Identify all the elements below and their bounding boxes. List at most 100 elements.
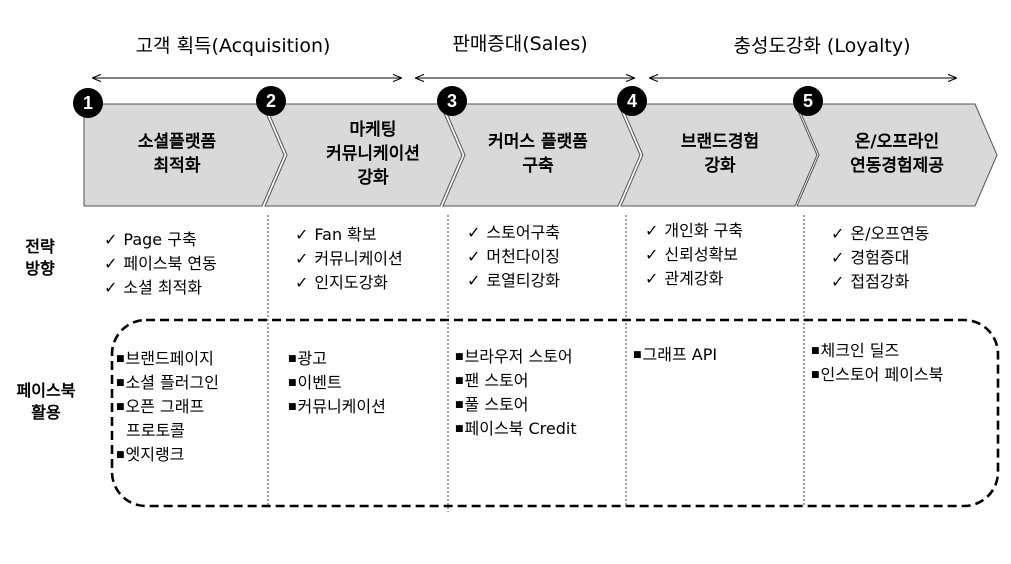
list-item: ■팬 스토어 xyxy=(455,369,577,393)
list-item-text: 소셜 최적화 xyxy=(123,278,203,297)
list-item-text: 신뢰성확보 xyxy=(664,245,739,264)
stage-title-1: 소셜플랫폼 최적화 xyxy=(138,130,216,178)
list-item: ■오픈 그래프 xyxy=(116,395,219,419)
list-item-text: 오픈 그래프 xyxy=(125,397,205,416)
list-item-text: 스토어구축 xyxy=(486,223,561,242)
stage-title-line: 연동경험제공 xyxy=(850,156,944,176)
column-dividers xyxy=(267,215,805,512)
facebook-usage-list-1: ■브랜드페이지 ■소셜 플러그인 ■오픈 그래프 프로토콜 ■엣지랭크 xyxy=(116,347,219,467)
stage-number-badge: 2 xyxy=(256,86,286,116)
list-item-text: 엣지랭크 xyxy=(125,445,185,464)
list-item: ✓ 소셜 최적화 xyxy=(104,276,217,300)
phase-label-loyalty: 충성도강화 (Loyalty) xyxy=(733,35,911,57)
list-item-text: Page 구축 xyxy=(123,230,197,249)
check-icon: ✓ xyxy=(295,225,309,244)
list-item: ■이벤트 xyxy=(288,371,386,395)
list-item: ■풀 스토어 xyxy=(455,393,577,417)
list-item-text: 이벤트 xyxy=(297,373,342,392)
stage-title-line: 소셜플랫폼 xyxy=(137,132,217,152)
check-icon: ✓ xyxy=(104,278,118,297)
check-icon: ✓ xyxy=(645,245,659,264)
list-item-text: 풀 스토어 xyxy=(464,395,529,414)
check-icon: ✓ xyxy=(467,271,481,290)
list-item: ■광고 xyxy=(288,347,386,371)
stage-number-badge: 3 xyxy=(437,86,467,116)
phase-label-sales: 판매증대(Sales) xyxy=(452,33,588,55)
list-item-text: 그래프 API xyxy=(642,345,718,364)
list-item: ✓페이스북 연동 xyxy=(104,252,217,276)
facebook-usage-list-2: ■광고 ■이벤트 ■커뮤니케이션 xyxy=(288,347,386,419)
list-item: ■엣지랭크 xyxy=(116,443,219,467)
list-item: ✓ Page 구축 xyxy=(104,228,217,252)
list-item: ✓ 커뮤니케이션 xyxy=(295,247,403,271)
list-item: ✓온/오프연동 xyxy=(831,222,929,246)
stage-title-line: 구축 xyxy=(522,156,554,176)
facebook-usage-list-4: ■그래프 API xyxy=(633,343,717,367)
check-icon: ✓ xyxy=(104,230,118,249)
list-item: ✓ 로열티강화 xyxy=(467,269,560,293)
stage-title-5: 온/오프라인 연동경험제공 xyxy=(850,130,944,178)
check-icon: ✓ xyxy=(467,223,481,242)
list-item-text: 머천다이징 xyxy=(486,247,561,266)
check-icon: ✓ xyxy=(295,249,309,268)
list-item-continuation: 프로토콜 xyxy=(116,419,219,443)
square-bullet-icon: ■ xyxy=(455,376,464,386)
list-item: ✓Fan 확보 xyxy=(295,223,403,247)
square-bullet-icon: ■ xyxy=(288,378,297,388)
list-item: ■그래프 API xyxy=(633,343,717,367)
row-label-strategy: 전략 방향 xyxy=(25,236,54,280)
square-bullet-icon: ■ xyxy=(811,370,820,380)
check-icon: ✓ xyxy=(831,272,845,291)
square-bullet-icon: ■ xyxy=(116,450,125,460)
square-bullet-icon: ■ xyxy=(116,354,125,364)
list-item-text: 브랜드페이지 xyxy=(125,349,214,368)
stage-number-badge: 5 xyxy=(793,86,823,116)
list-item-text: 접점강화 xyxy=(850,272,910,291)
stage-title-line: 커뮤니케이션 xyxy=(326,144,420,164)
stage-title-4: 브랜드경험 강화 xyxy=(681,130,759,178)
phase-label-acquisition: 고객 획득(Acquisition) xyxy=(135,35,331,57)
stage-title-line: 마케팅 xyxy=(349,120,397,140)
list-item: ✓ 인지도강화 xyxy=(295,271,403,295)
list-item-text: 온/오프연동 xyxy=(850,224,930,243)
list-item-text: 프로토콜 xyxy=(126,421,185,440)
list-item: ■브라우저 스토어 xyxy=(455,345,577,369)
row-label-facebook: 페이스북 활용 xyxy=(17,380,76,424)
stage-title-2: 마케팅 커뮤니케이션 강화 xyxy=(326,118,420,190)
list-item: ✓ 경험증대 xyxy=(831,246,929,270)
check-icon: ✓ xyxy=(645,221,659,240)
stage-title-line: 강화 xyxy=(357,168,389,188)
strategy-list-3: ✓ 스토어구축 ✓ 머천다이징 ✓ 로열티강화 xyxy=(467,221,560,293)
stage-title-line: 브랜드경험 xyxy=(680,132,760,152)
list-item-text: 커뮤니케이션 xyxy=(314,249,403,268)
list-item-text: 경험증대 xyxy=(850,248,910,267)
square-bullet-icon: ■ xyxy=(116,378,125,388)
square-bullet-icon: ■ xyxy=(455,424,464,434)
list-item-text: 인지도강화 xyxy=(314,273,389,292)
stage-title-3: 커머스 플랫폼 구축 xyxy=(488,130,588,178)
check-icon: ✓ xyxy=(831,248,845,267)
row-label-line: 페이스북 xyxy=(16,381,76,400)
check-icon: ✓ xyxy=(295,273,309,292)
square-bullet-icon: ■ xyxy=(288,402,297,412)
row-label-line: 방향 xyxy=(25,259,55,278)
strategy-list-5: ✓온/오프연동 ✓ 경험증대 ✓ 접점강화 xyxy=(831,222,929,294)
list-item-text: 체크인 딜즈 xyxy=(820,341,900,360)
square-bullet-icon: ■ xyxy=(288,354,297,364)
process-chevrons xyxy=(83,103,998,207)
stage-chevron-1 xyxy=(83,103,285,207)
facebook-usage-list-5: ■체크인 딜즈 ■인스토어 페이스북 xyxy=(811,339,943,387)
list-item-text: 개인화 구축 xyxy=(664,221,744,240)
list-item-text: 브라우저 스토어 xyxy=(464,347,573,366)
list-item-text: 페이스북 Credit xyxy=(464,419,577,438)
list-item: ✓ 접점강화 xyxy=(831,270,929,294)
square-bullet-icon: ■ xyxy=(455,400,464,410)
list-item-text: 로열티강화 xyxy=(486,271,561,290)
row-label-line: 활용 xyxy=(31,403,61,422)
stage-number-badge: 4 xyxy=(617,86,647,116)
list-item-text: 광고 xyxy=(297,349,327,368)
stage-chevron-5 xyxy=(796,103,998,207)
facebook-usage-list-3: ■브라우저 스토어 ■팬 스토어 ■풀 스토어 ■페이스북 Credit xyxy=(455,345,577,441)
list-item-text: 소셜 플러그인 xyxy=(125,373,219,392)
